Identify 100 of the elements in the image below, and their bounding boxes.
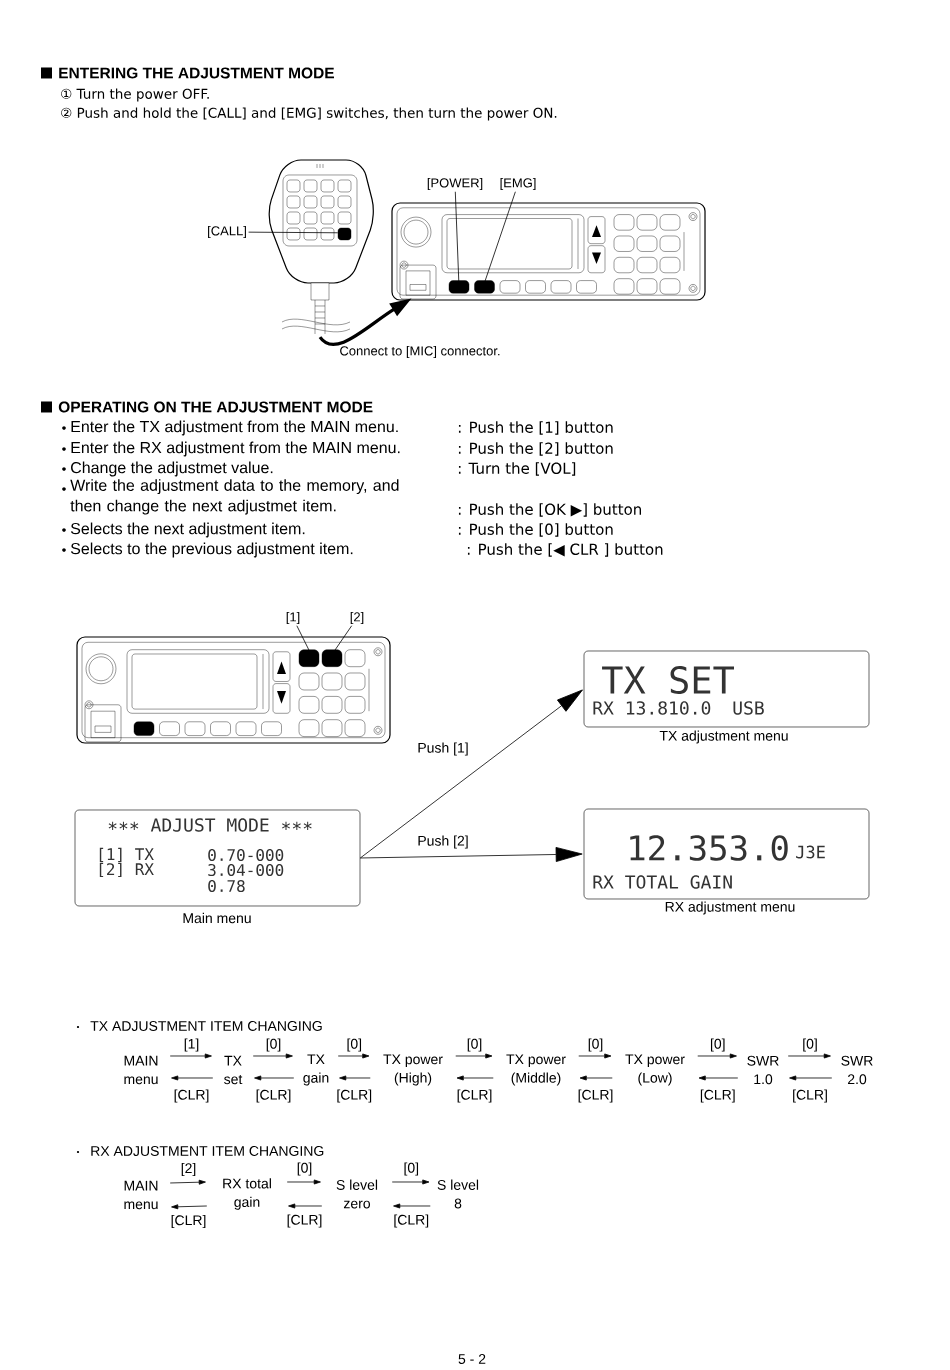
edge-label: Push [2] xyxy=(416,834,470,850)
edge-label: [2] xyxy=(179,1161,198,1177)
node-label: J3E xyxy=(796,845,825,859)
section-heading: RX ADJUSTMENT ITEM CHANGING xyxy=(91,1146,324,1156)
instruction-text: Selects the next adjustment item. xyxy=(70,522,305,538)
arrow xyxy=(698,1075,739,1081)
button-label: [1] xyxy=(286,611,300,625)
instruction-text: Enter the TX adjustment from the MAIN menu. xyxy=(71,420,398,436)
button-label: [2] xyxy=(350,611,364,625)
edge-label: [CLR] xyxy=(576,1088,615,1104)
page-number: 5 - 2 xyxy=(458,1354,486,1364)
instruction-text: : Push the [OK ▶] button xyxy=(458,503,641,517)
caption: Connect to [MIC] connector. xyxy=(340,345,500,359)
instruction-text: ① Turn the power OFF. xyxy=(61,88,209,102)
arrow xyxy=(169,1053,212,1059)
step-label: TX power (Middle) xyxy=(506,1054,566,1086)
instruction-text: Enter the RX adjustment from the MAIN menu. xyxy=(71,441,400,457)
arrow xyxy=(288,1203,323,1209)
microphone-drawing xyxy=(268,159,374,335)
node-label: TX adjustment menu xyxy=(659,730,788,744)
instruction-text: : Turn the [VOL] xyxy=(458,462,576,476)
leader-line xyxy=(484,191,516,283)
edge-label: [CLR] xyxy=(169,1213,208,1229)
leader-line xyxy=(296,625,311,653)
node-label: [2] RX xyxy=(99,862,154,878)
arrow xyxy=(286,1179,321,1185)
radio-drawing xyxy=(76,636,391,744)
edge-label: [CLR] xyxy=(791,1088,829,1104)
instruction-text: ② Push and hold the [CALL] and [EMG] switches, then turn the power ON. xyxy=(61,107,557,121)
step-label: TX gain xyxy=(303,1054,329,1086)
edge-label: [1] xyxy=(182,1037,201,1053)
edge-label: [CLR] xyxy=(172,1088,211,1104)
arrow xyxy=(171,1075,214,1081)
edge-label: [0] xyxy=(345,1037,364,1053)
section-heading: ENTERING THE ADJUSTMENT MODE xyxy=(59,67,334,79)
section-heading: OPERATING ON THE ADJUSTMENT MODE xyxy=(58,401,373,413)
instruction-text: Write the adjustment data to the memory, and then change the next adjustmet item. xyxy=(70,479,399,515)
arrow xyxy=(787,1053,831,1059)
node-label: RX TOTAL GAIN xyxy=(593,875,732,889)
step-label: MAIN menu xyxy=(124,1180,158,1210)
arrow xyxy=(337,1053,370,1059)
button-label: [CALL] xyxy=(208,225,246,239)
edge-label: [CLR] xyxy=(698,1088,737,1104)
step-label: S level 8 xyxy=(437,1179,479,1209)
step-label: S level zero xyxy=(336,1179,378,1209)
button-label: [POWER] xyxy=(427,177,483,191)
arrow xyxy=(393,1203,431,1209)
edge-label: [CLR] xyxy=(254,1088,293,1104)
lcd-display: TX SET RX 13.810.0 USB xyxy=(583,650,870,728)
instruction-text: : Push the [0] button xyxy=(458,523,613,537)
node-label: 0.70-000 xyxy=(208,848,284,862)
step-label: TX power (High) xyxy=(383,1054,443,1086)
node-label: 0.78 xyxy=(208,879,245,893)
step-label: SWR 1.0 xyxy=(747,1055,779,1085)
edge-label: [CLR] xyxy=(335,1088,374,1104)
edge-label: [0] xyxy=(295,1161,314,1177)
step-label: RX total gain xyxy=(223,1178,271,1210)
edge-label: [CLR] xyxy=(392,1213,431,1229)
node-label: RX adjustment menu xyxy=(665,901,795,915)
arrow xyxy=(171,1204,208,1210)
arrow xyxy=(579,1075,613,1081)
arrow xyxy=(697,1053,737,1059)
edge-label: Push [1] xyxy=(416,741,470,757)
edge-label: [0] xyxy=(465,1037,484,1053)
step-label: MAIN menu xyxy=(124,1055,158,1085)
arrow xyxy=(456,1075,494,1081)
edge-label: [0] xyxy=(402,1161,421,1177)
leader-line xyxy=(333,625,353,653)
button-label: [EMG] xyxy=(500,177,536,191)
leader-line xyxy=(454,191,460,283)
instruction-text: : Push the [2] button xyxy=(458,442,613,456)
instruction-text: : Push the [1] button xyxy=(458,421,613,435)
edge-label: [CLR] xyxy=(455,1088,494,1104)
edge-label: [0] xyxy=(586,1037,605,1053)
instruction-text: Selects to the previous adjustment item. xyxy=(70,542,353,558)
arrow xyxy=(359,847,583,862)
arrow xyxy=(391,1179,430,1185)
edge-label: [0] xyxy=(264,1037,283,1053)
section-heading: TX ADJUSTMENT ITEM CHANGING xyxy=(90,1021,322,1031)
leader-line xyxy=(248,231,339,234)
arrow xyxy=(455,1053,493,1059)
edge-label: [0] xyxy=(709,1037,727,1053)
arrow xyxy=(789,1075,833,1081)
instruction-text: : Push the [◀ CLR ] button xyxy=(467,543,663,557)
instruction-text: Change the adjustmet value. xyxy=(71,461,273,477)
node-label: 12.353.0 xyxy=(630,835,788,861)
arrow xyxy=(339,1075,371,1081)
node-label: 3.04-000 xyxy=(208,863,284,877)
arrow xyxy=(252,1053,293,1059)
radio-drawing xyxy=(391,202,706,301)
step-label: SWR 2.0 xyxy=(841,1055,873,1085)
node-label: Main menu xyxy=(183,912,251,924)
edge-label: [0] xyxy=(801,1037,819,1053)
edge-label: [CLR] xyxy=(285,1213,324,1229)
arrow xyxy=(359,689,583,859)
step-label: TX power (Low) xyxy=(625,1054,685,1086)
node-label: [1] TX xyxy=(99,847,154,863)
lcd-display: ∗∗∗ ADJUST MODE ∗∗∗ [1] TX 0.70-000 [2] RX 3.04-000 0.78 xyxy=(74,809,361,907)
step-label: TX set xyxy=(224,1055,243,1085)
arrow xyxy=(169,1179,206,1185)
